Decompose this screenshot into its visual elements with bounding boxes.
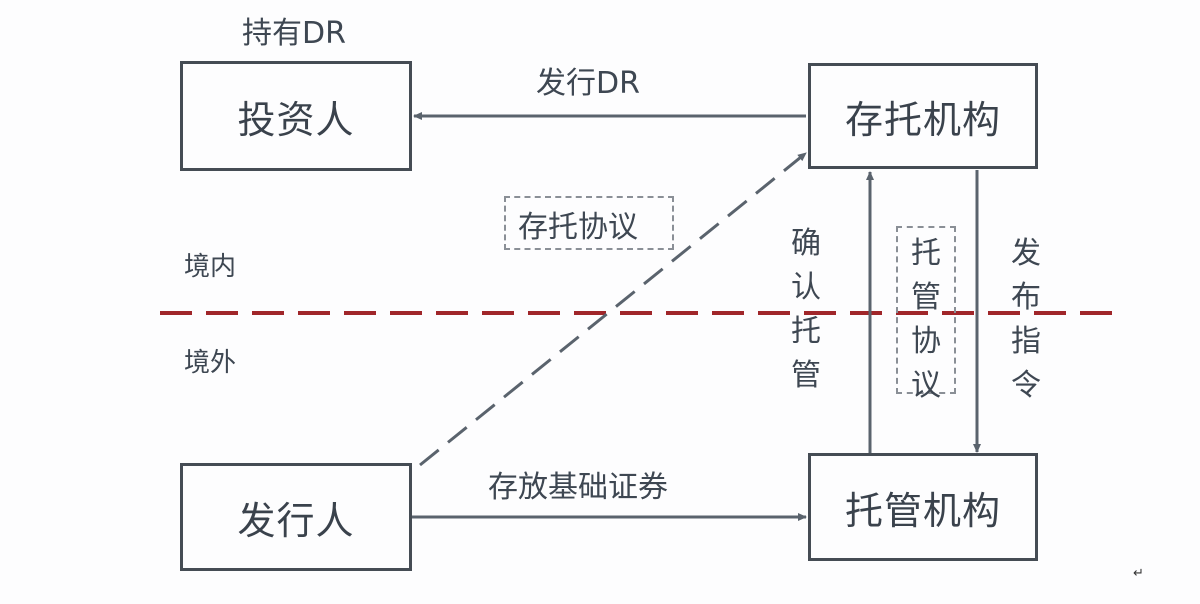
- label-issue-dr: 发行DR: [536, 66, 640, 101]
- label-hold-dr: 持有DR: [242, 16, 346, 51]
- node-custodian: 托管机构: [808, 453, 1038, 561]
- label-deposit-securities: 存放基础证券: [488, 470, 668, 505]
- node-depositary: 存托机构: [808, 63, 1038, 169]
- label-overseas: 境外: [184, 348, 237, 378]
- custody-agreement-frame: [896, 226, 956, 394]
- node-issuer: 发行人: [180, 463, 412, 571]
- label-custody-agreement: 托管协议: [911, 236, 941, 403]
- label-depositary-agreement: 存托协议: [518, 210, 638, 245]
- depositary-agreement-frame: [504, 196, 674, 250]
- paragraph-mark-icon: ↵: [1133, 566, 1144, 581]
- arrow-depositary-agreement: [419, 151, 807, 467]
- label-confirm-custody: 确认托管: [791, 226, 821, 393]
- node-investor: 投资人: [180, 61, 412, 171]
- label-domestic: 境内: [184, 252, 237, 282]
- label-issue-instruction: 发布指令: [1011, 236, 1041, 403]
